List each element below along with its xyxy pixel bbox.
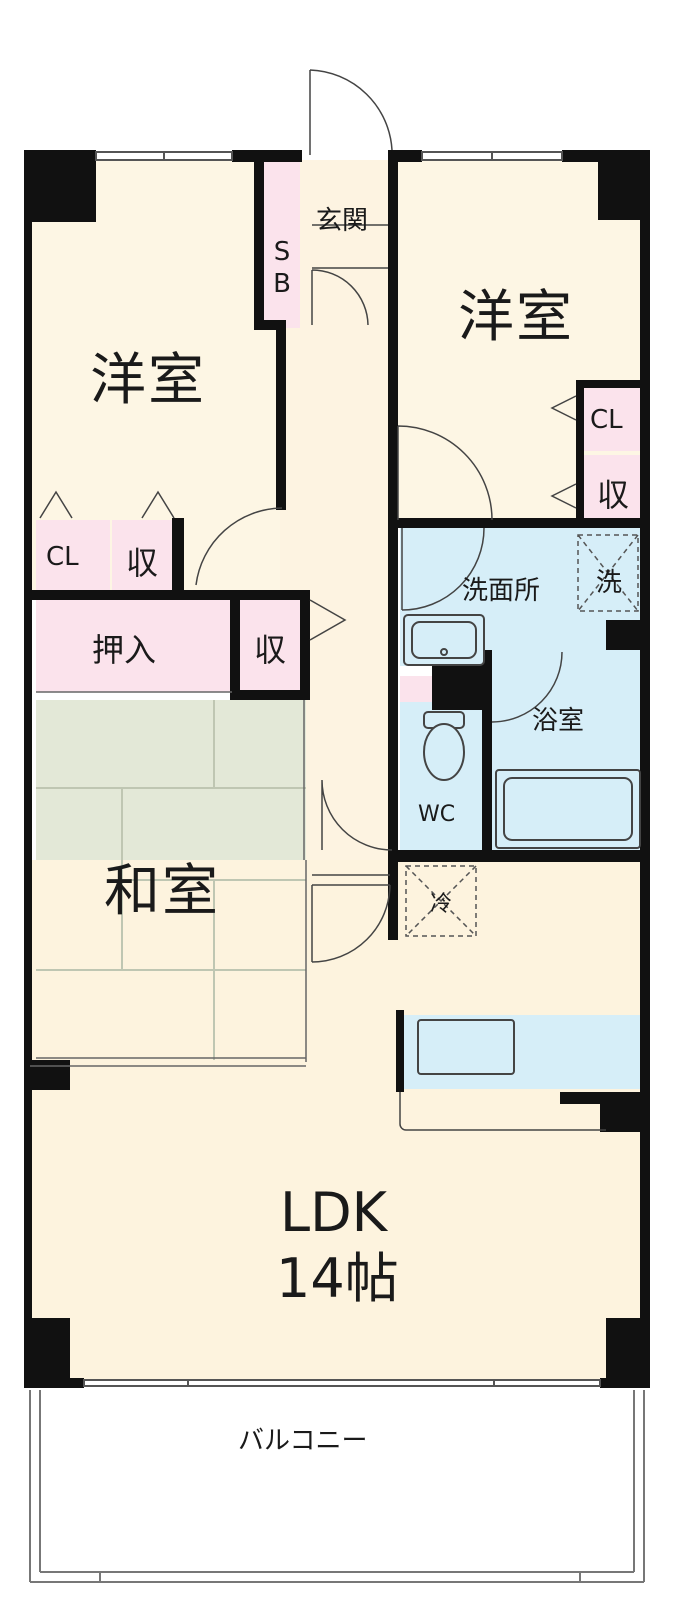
walls xyxy=(24,150,650,1388)
door-swings xyxy=(195,69,606,1131)
washroom-label: 洗面所 xyxy=(462,576,541,606)
tatami-lines xyxy=(36,700,306,1060)
toilet-fixture xyxy=(423,711,465,781)
kitchen-counter-fill xyxy=(400,1015,642,1089)
western-room-left-label: 洋室 xyxy=(90,348,206,413)
washer-label: 洗 xyxy=(596,568,623,598)
balcony xyxy=(29,1390,645,1583)
genkan-fill xyxy=(300,160,395,325)
genkan-label: 玄関 xyxy=(316,206,369,236)
western-room-right-label: 洋室 xyxy=(458,285,574,350)
kitchen-sink xyxy=(417,1019,515,1075)
storage-right-label: 収 xyxy=(597,476,630,514)
japanese-room-label: 和室 xyxy=(104,859,220,924)
storage-left-fill xyxy=(112,520,178,592)
fridge-label: 冷 xyxy=(430,892,453,917)
storage-right-fill xyxy=(582,455,644,521)
storage-middle-fill xyxy=(240,600,306,692)
toilet-alcove-fill xyxy=(400,676,434,702)
ldk-size-label: 14帖 xyxy=(276,1247,399,1310)
shoebox-label: SB xyxy=(273,237,291,299)
bathroom-label: 浴室 xyxy=(532,706,585,736)
bathtub xyxy=(495,769,641,849)
appliance-spaces xyxy=(405,534,639,937)
ldk-fill xyxy=(30,860,650,1380)
closet-left-fill xyxy=(36,520,110,592)
shoebox-fill xyxy=(262,160,300,328)
closet-right-fill xyxy=(582,385,644,451)
closet-left-label: CL xyxy=(46,542,79,572)
ldk-name-label: LDK xyxy=(280,1181,388,1244)
windows xyxy=(83,151,601,1387)
storage-left-label: 収 xyxy=(126,544,159,582)
oshiire-fill xyxy=(36,600,232,692)
partitions xyxy=(30,691,307,1067)
oshiire-label: 押入 xyxy=(92,631,157,669)
storage-middle-label: 収 xyxy=(254,631,287,669)
balcony-label: バルコニー xyxy=(238,1426,368,1456)
toilet-label: WC xyxy=(418,802,456,827)
washbasin xyxy=(403,614,485,666)
closet-right-label: CL xyxy=(590,405,623,435)
closet-markers xyxy=(39,395,577,641)
